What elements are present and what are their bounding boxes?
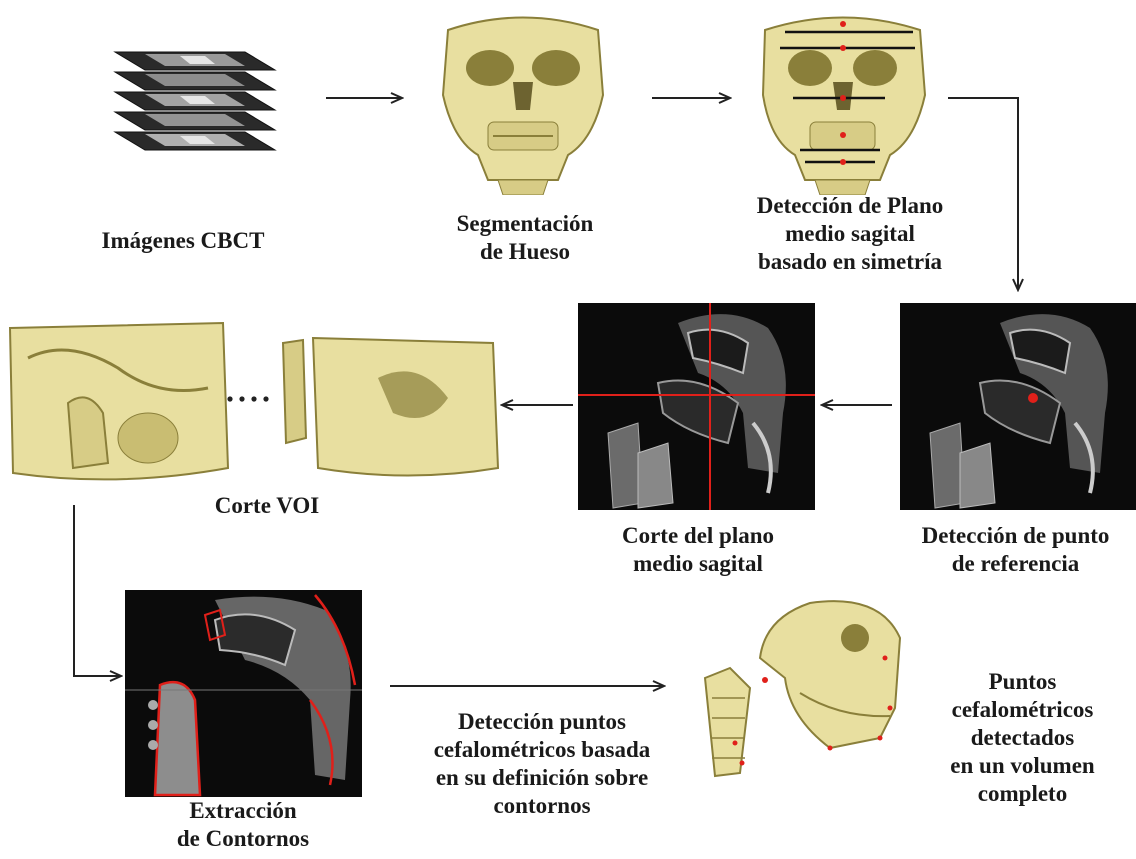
label-line: basado en simetría: [715, 248, 985, 276]
skull-front-with-symmetry-lines-icon: [755, 10, 930, 195]
label-line: Detección de Plano: [715, 192, 985, 220]
label-line: detectados: [915, 724, 1130, 752]
label-line: Corte del plano: [573, 522, 823, 550]
ct-sagittal-crosshair-icon: [578, 303, 815, 510]
label-line: Extracción: [128, 797, 358, 825]
label-line: de referencia: [893, 550, 1136, 578]
label-line: Segmentación: [400, 210, 650, 238]
stacked-ct-slices-icon: [85, 40, 295, 160]
label-midsagittal-plane-detection: Detección de Plano medio sagital basado …: [715, 192, 985, 276]
label-line: en un volumen: [915, 752, 1130, 780]
label-line: de Hueso: [400, 238, 650, 266]
label-detected-points: Puntos cefalométricos detectados en un v…: [915, 668, 1130, 808]
ct-sagittal-reference-point-icon: [900, 303, 1136, 510]
label-line: Corte VOI: [192, 492, 342, 520]
label-reference-point-detection: Detección de punto de referencia: [893, 522, 1136, 578]
label-line: cefalométricos basada: [402, 736, 682, 764]
label-line: Detección puntos: [402, 708, 682, 736]
label-cephalometric-point-detection: Detección puntos cefalométricos basada e…: [402, 708, 682, 820]
label-line: Puntos: [915, 668, 1130, 696]
arrow-voi-to-contours: [74, 505, 121, 676]
label-cbct-images: Imágenes CBCT: [58, 227, 308, 255]
label-voi-cut: Corte VOI: [192, 492, 342, 520]
label-line: medio sagital: [715, 220, 985, 248]
label-line: Imágenes CBCT: [58, 227, 308, 255]
label-line: cefalométricos: [915, 696, 1130, 724]
label-line: de Contornos: [128, 825, 358, 853]
label-contour-extraction: Extracción de Contornos: [128, 797, 358, 853]
skull-front-render-icon: [418, 10, 628, 195]
label-line: medio sagital: [573, 550, 823, 578]
ct-contour-extraction-icon: [125, 590, 362, 797]
label-midsagittal-cut: Corte del plano medio sagital: [573, 522, 823, 578]
label-line: en su definición sobre: [402, 764, 682, 792]
voi-mandible-blocks-icon: [8, 318, 500, 493]
label-line: Detección de punto: [893, 522, 1136, 550]
label-bone-segmentation: Segmentación de Hueso: [400, 210, 650, 266]
label-line: contornos: [402, 792, 682, 820]
skull-lateral-landmarks-icon: [690, 598, 915, 778]
label-line: completo: [915, 780, 1130, 808]
